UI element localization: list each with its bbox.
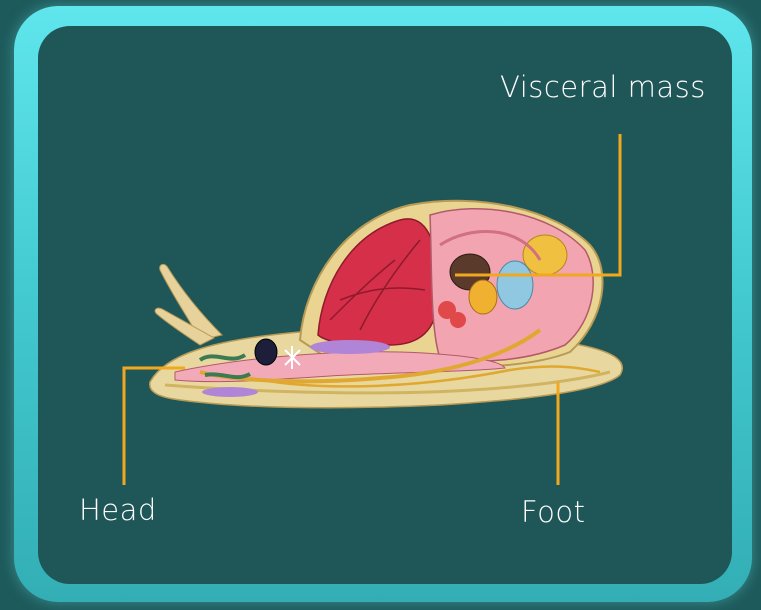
head-label: Head <box>79 493 157 527</box>
tentacles <box>155 264 222 345</box>
visceral-mass-label: Visceral mass <box>500 70 706 104</box>
foot-label: Foot <box>521 495 586 529</box>
